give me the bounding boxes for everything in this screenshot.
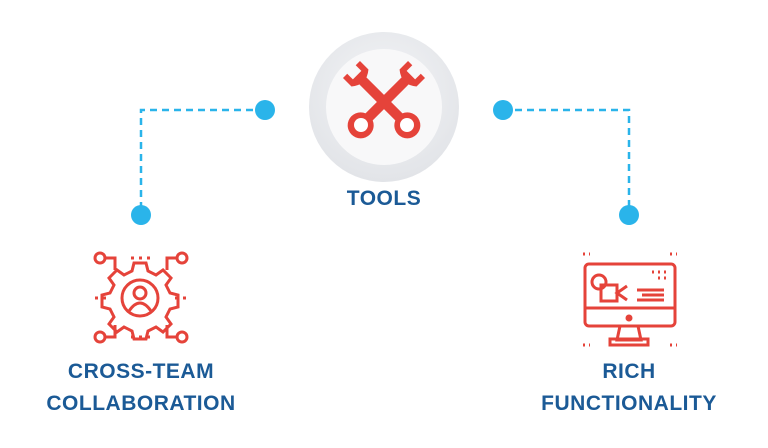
cross-team-label-line2: COLLABORATION [46,392,236,415]
connector-dot [493,100,513,120]
connector-dot [131,205,151,225]
left-connector [131,100,275,225]
gear-user-network-icon [93,251,189,344]
monitor-video-icon [583,252,677,347]
tools-label: TOOLS [346,187,422,210]
right-connector [493,100,639,225]
connector-dot [619,205,639,225]
crossed-wrenches-icon [342,60,426,139]
cross-team-label-line1: CROSS-TEAM [67,360,215,383]
rich-functionality-label-line2: FUNCTIONALITY [541,392,717,415]
connector-dot [255,100,275,120]
rich-functionality-label-line1: RICH [602,360,656,383]
